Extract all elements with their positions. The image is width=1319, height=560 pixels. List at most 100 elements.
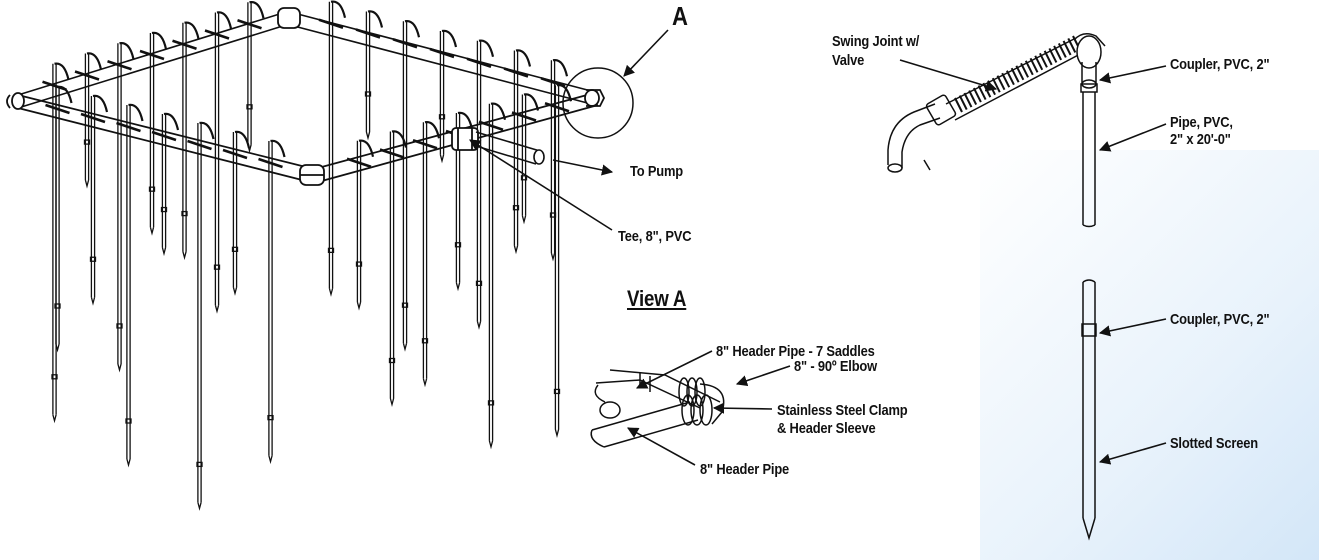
clamp-arrow xyxy=(712,402,773,414)
wellpoint xyxy=(231,132,239,296)
slotted-screen-arrow xyxy=(1098,442,1167,465)
hose-rib xyxy=(996,75,1006,91)
wellpoint xyxy=(487,103,495,450)
hose-rib xyxy=(1048,47,1058,63)
saddle xyxy=(139,31,168,61)
hose-rib xyxy=(968,90,978,106)
saddle xyxy=(151,112,180,142)
wellpoint xyxy=(196,123,203,511)
wellpoint xyxy=(125,105,132,468)
elbow-back xyxy=(277,7,301,29)
hose-rib xyxy=(1020,62,1029,78)
callout-circle xyxy=(562,67,634,139)
saddle xyxy=(107,41,135,71)
header-pipe-arrow xyxy=(627,427,696,466)
elbow-arrow xyxy=(735,365,791,387)
clamp-label-line1: Stainless Steel Clamp xyxy=(777,402,908,419)
hose-rib xyxy=(1039,52,1048,68)
wellpoint xyxy=(116,43,123,373)
wellpoint-risers xyxy=(51,1,561,511)
pump-outlet-pipe xyxy=(475,131,545,165)
background-glow xyxy=(980,150,1319,560)
wellpoint xyxy=(327,1,335,297)
wellpoint xyxy=(89,96,97,306)
hose-rib xyxy=(1024,60,1034,76)
wellpoint xyxy=(553,85,561,438)
hose-rib xyxy=(972,87,982,103)
saddle xyxy=(237,0,265,30)
hose-rib xyxy=(1006,70,1015,86)
hose-rib xyxy=(1053,45,1063,61)
saddle xyxy=(80,94,109,124)
wellpoint xyxy=(267,141,274,465)
header-pipe-back-right xyxy=(289,11,596,106)
wellpoint-system xyxy=(6,0,606,511)
clamp-label-line2: & Header Sleeve xyxy=(777,420,876,437)
saddle xyxy=(222,130,251,160)
hose-rib xyxy=(1057,42,1067,58)
wellpoint xyxy=(520,94,528,225)
saddle xyxy=(187,121,215,151)
header-pipe-label: 8" Header Pipe xyxy=(700,461,790,478)
view-a-title: View A xyxy=(627,286,687,311)
saddle xyxy=(74,52,103,81)
hose-rib xyxy=(963,92,973,108)
hose-rib xyxy=(954,97,963,113)
saddles-arrow xyxy=(635,350,713,389)
tee-fitting xyxy=(451,127,479,151)
saddle xyxy=(204,11,233,40)
hose-rib xyxy=(1034,55,1044,71)
hose-rib xyxy=(958,95,968,110)
hose-rib xyxy=(1010,67,1020,83)
flex-hose-ribs xyxy=(954,35,1081,113)
wellpoint xyxy=(364,11,372,141)
pipe-label-line1: Pipe, PVC, xyxy=(1170,114,1233,131)
callout-a-arrow xyxy=(623,29,669,77)
stainless-clamp xyxy=(681,394,713,426)
wellpoint xyxy=(475,40,483,330)
wellpoint xyxy=(213,12,221,314)
header-pipe-back-left xyxy=(17,11,287,109)
wellpoint xyxy=(401,21,409,352)
view-a-detail xyxy=(590,369,725,448)
coupler-top-label: Coupler, PVC, 2" xyxy=(1170,56,1270,73)
elbow-front xyxy=(299,164,325,186)
hose-rib xyxy=(1043,50,1053,66)
header-saddles xyxy=(42,0,573,169)
wellpoint xyxy=(512,50,520,255)
hose-rib xyxy=(977,85,987,101)
wellpoint xyxy=(54,87,61,353)
swing-joint-label-line2: Valve xyxy=(832,52,865,69)
pipe-label-line2: 2" x 20'-0" xyxy=(1170,131,1231,148)
callout-a-label: A xyxy=(672,1,688,31)
elbow-right xyxy=(584,89,606,107)
swing-joint-label-line1: Swing Joint w/ xyxy=(832,33,920,50)
wellpoint xyxy=(421,122,429,388)
wellpoint xyxy=(355,140,363,311)
tee-leader xyxy=(469,139,613,231)
header-pipe-saddles-label: 8" Header Pipe - 7 Saddles xyxy=(716,343,875,360)
saddle xyxy=(172,21,200,50)
riser-lower xyxy=(1081,279,1097,541)
hose-rib xyxy=(1062,40,1072,56)
swing-joint-arrow xyxy=(899,59,998,92)
coupler-bottom-label: Coupler, PVC, 2" xyxy=(1170,311,1270,328)
hose-rib xyxy=(1029,57,1039,73)
saddle xyxy=(45,85,73,115)
saddle xyxy=(116,103,144,133)
pipe-arrow xyxy=(1098,123,1167,152)
wellpoint xyxy=(388,131,396,408)
to-pump-label: To Pump xyxy=(630,163,684,180)
saddle xyxy=(258,139,286,169)
coupler-bottom-arrow xyxy=(1098,318,1167,337)
to-pump-arrow xyxy=(552,159,614,176)
elbow-left xyxy=(6,92,25,110)
hose-rib xyxy=(1067,38,1077,53)
hose-rib xyxy=(1001,72,1011,88)
header-pipe-front-left xyxy=(17,94,311,183)
slotted-screen-label: Slotted Screen xyxy=(1170,435,1258,452)
swing-joint-assembly xyxy=(887,33,1106,228)
wellpoint xyxy=(549,60,557,262)
